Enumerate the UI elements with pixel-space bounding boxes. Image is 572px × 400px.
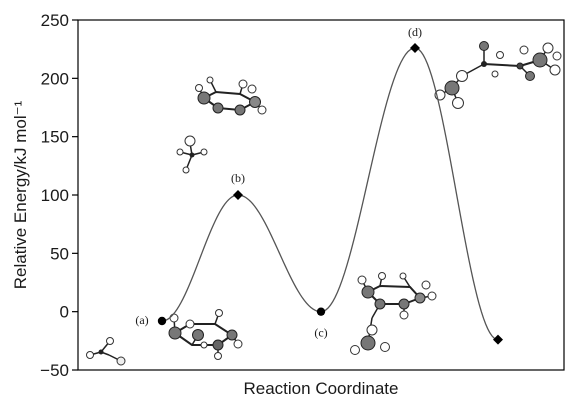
point-labels: (a) (b) (c) (d): [135, 25, 422, 340]
y-axis-ticks: −50 0 50 100 150 200 250: [40, 11, 78, 380]
data-point-2: [233, 190, 243, 200]
plot-frame: [77, 19, 565, 371]
y-tick-label: 100: [41, 186, 69, 205]
point-label-4: (d): [408, 25, 422, 39]
y-tick-label: 250: [41, 11, 69, 30]
y-axis-title: Relative Energy/kJ mol⁻¹: [11, 100, 30, 289]
molecule-fragment-d: [434, 41, 562, 109]
data-point-1: [157, 316, 167, 326]
y-tick-label: 0: [60, 303, 69, 322]
molecule-ring-c: [350, 272, 437, 355]
x-axis-title: Reaction Coordinate: [244, 379, 399, 398]
data-point-5: [493, 334, 503, 345]
molecule-fragment-a-left: [86, 337, 126, 366]
y-tick-label: 50: [50, 244, 69, 263]
molecule-ring-b: [195, 76, 267, 116]
data-point-4: [410, 43, 420, 53]
point-label-3: (c): [314, 326, 327, 340]
data-markers: [157, 43, 503, 345]
y-tick-label: 200: [41, 69, 69, 88]
molecule-ring-a: [168, 309, 243, 360]
data-point-3: [316, 307, 326, 316]
point-label-1: (a): [135, 313, 148, 327]
molecular-structures: [86, 41, 562, 366]
molecule-fragment-b: [176, 135, 208, 174]
y-tick-label: 150: [41, 128, 69, 147]
point-label-2: (b): [231, 171, 245, 185]
y-tick-label: −50: [40, 361, 69, 380]
